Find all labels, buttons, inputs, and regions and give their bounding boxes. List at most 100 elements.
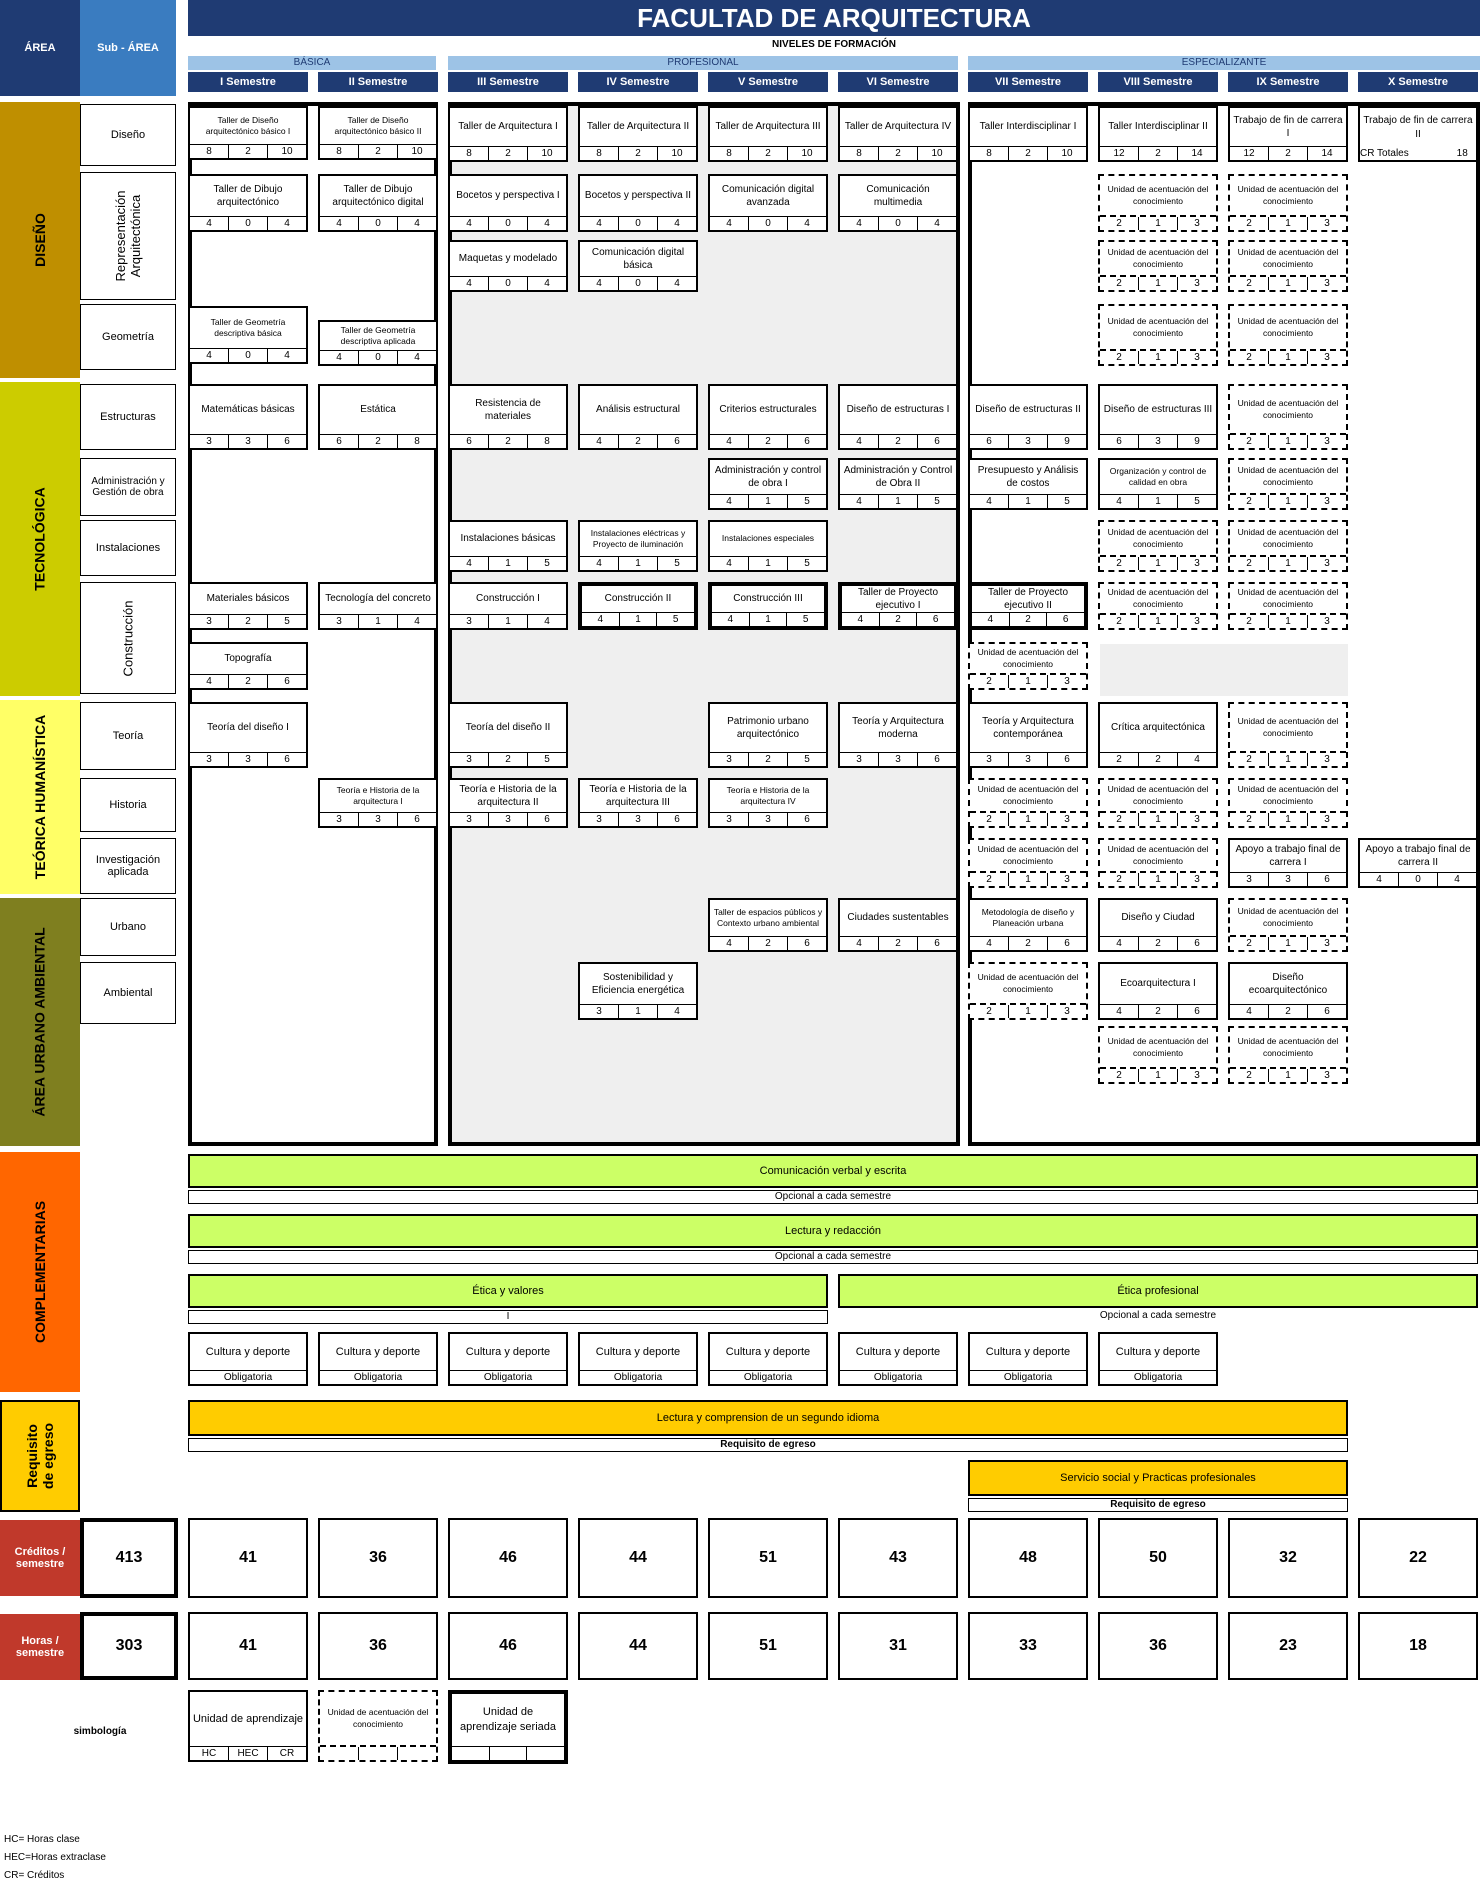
course-hc: 2	[1230, 435, 1269, 448]
course-cr: 6	[674, 436, 680, 447]
semester-header: V Semestre	[708, 72, 828, 92]
course-name: Unidad de acentuación del conocimiento	[1107, 1036, 1209, 1058]
semester-header: IX Semestre	[1228, 72, 1348, 92]
course-cr: 3	[1064, 814, 1070, 825]
course-hec: 2	[879, 937, 918, 950]
course-hc: 6	[970, 435, 1009, 448]
course-hec: 1	[620, 613, 658, 626]
area-teorica: TEÓRICA HUMANÍSTICA	[0, 700, 80, 894]
creditos-semestre: 44	[578, 1518, 698, 1598]
course-hec: 0	[489, 217, 528, 230]
course-cr: 4	[934, 218, 940, 229]
course-name: Teoría y Arquitectura moderna	[852, 715, 944, 741]
course-cr: 4	[674, 278, 680, 289]
course-hc: 4	[450, 277, 489, 290]
course-name: Materiales básicos	[206, 593, 290, 605]
course-hc: 4	[1100, 1005, 1139, 1018]
bar-comunicacion: Comunicación verbal y escrita	[188, 1154, 1478, 1188]
course-name: Apoyo a trabajo final de carrera II	[1365, 843, 1471, 869]
course-hc: 4	[320, 351, 359, 364]
course-cr: 9	[1064, 436, 1070, 447]
course-cr: 6	[1194, 938, 1200, 949]
course-name: Teoría e Historia de la arquitectura II	[459, 783, 557, 809]
course-hc: 4	[972, 613, 1010, 626]
cultura-label: Cultura y deporte	[205, 1346, 291, 1358]
course-hc: 2	[1230, 615, 1269, 628]
cultura-label: Cultura y deporte	[465, 1346, 551, 1358]
course-hc: 2	[1100, 277, 1139, 290]
course-hec: 2	[229, 675, 268, 688]
course-hec: 3	[1269, 873, 1308, 886]
course-hec: 0	[1399, 873, 1438, 886]
bar-idioma: Lectura y comprension de un segundo idio…	[188, 1400, 1348, 1436]
course-hec: 1	[1009, 675, 1048, 688]
course-name: Unidad de acentuación del conocimiento	[1237, 716, 1339, 738]
course-name: Teoría e Historia de la arquitectura I	[336, 784, 420, 806]
course-hc: 4	[970, 937, 1009, 950]
area-urbano: ÁREA URBANO AMBIENTAL	[0, 898, 80, 1146]
course-card: Metodología de diseño y Planeación urban…	[968, 898, 1088, 952]
course-cr: 5	[802, 614, 809, 625]
semester-header: X Semestre	[1358, 72, 1478, 92]
cultura-label: Cultura y deporte	[985, 1346, 1071, 1358]
course-card: Organización y control de calidad en obr…	[1098, 458, 1218, 510]
course-cr: 3	[1064, 676, 1070, 687]
course-hec: 1	[749, 495, 788, 508]
course-hec: 2	[880, 613, 918, 626]
course-hec: 2	[749, 937, 788, 950]
course-hec: 1	[1139, 813, 1178, 826]
course-name: Ecoarquitectura I	[1120, 978, 1196, 990]
course-cr: 3	[1194, 218, 1200, 229]
course-hec: 2	[749, 435, 788, 448]
course-hc: 3	[190, 753, 229, 766]
course-hec: 2	[229, 615, 268, 628]
course-cr: 4	[804, 218, 810, 229]
course-name: Taller de Arquitectura IV	[844, 121, 952, 133]
course-hc: 4	[582, 613, 620, 626]
course-name: Unidad de acentuación del conocimiento	[1237, 247, 1339, 269]
course-cr: 10	[1061, 148, 1073, 159]
course-hc: 4	[840, 937, 879, 950]
course-name: Taller Interdisciplinar I	[979, 121, 1077, 133]
horas-label: Horas / semestre	[0, 1614, 80, 1680]
course-cr: 5	[804, 754, 810, 765]
note-etica-profesional: Opcional a cada semestre	[838, 1310, 1478, 1324]
creditos-semestre: 46	[448, 1518, 568, 1598]
course-name: Unidad de acentuación del conocimiento	[1237, 316, 1339, 338]
course-hec: 0	[359, 351, 398, 364]
course-hc: 8	[840, 147, 879, 160]
course-hc: 8	[320, 145, 359, 158]
course-cr: 4	[414, 218, 420, 229]
semester-header: VI Semestre	[838, 72, 958, 92]
course-hec: 2	[879, 435, 918, 448]
legend-unidad-seriada-label: Unidad de aprendizaje seriada	[459, 1706, 556, 1733]
course-hc: 3	[320, 813, 359, 826]
course-cr: 3	[1194, 616, 1200, 627]
course-hec: 1	[1269, 1069, 1308, 1082]
course-name: Teoría e Historia de la arquitectura IV	[726, 784, 810, 806]
legend-unidad-aprendizaje-label: Unidad de aprendizaje	[192, 1712, 304, 1725]
obligatoria-label: Obligatoria	[580, 1370, 696, 1384]
